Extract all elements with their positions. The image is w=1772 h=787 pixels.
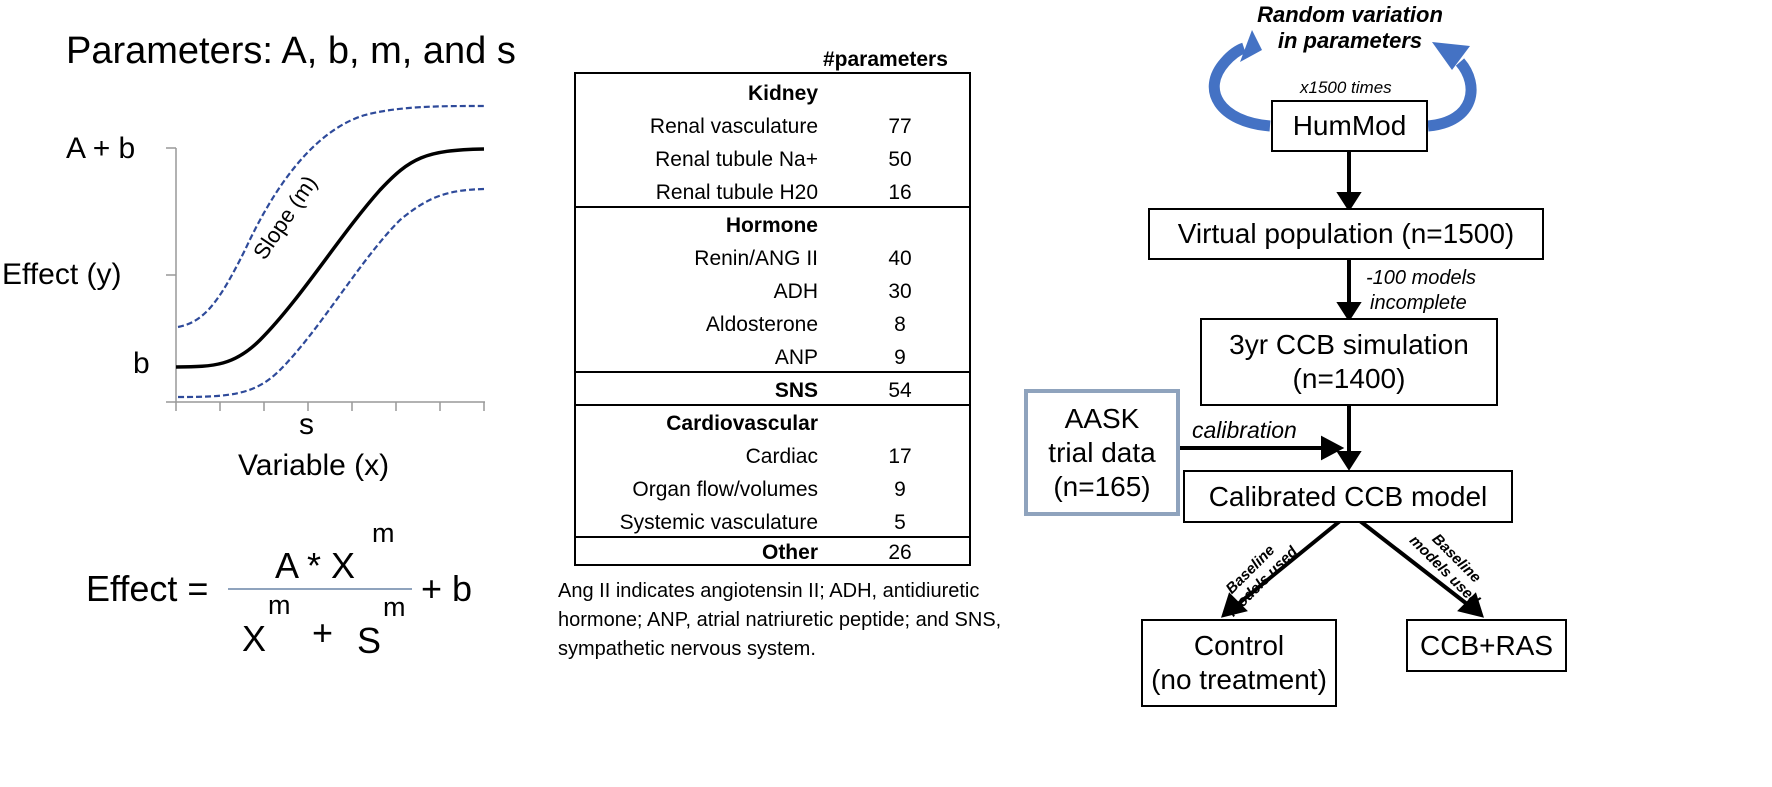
table-row-label: Organ flow/volumes	[632, 478, 818, 501]
section-cardiovascular: Cardiovascular	[666, 412, 818, 435]
section-other: Other	[761, 541, 818, 564]
table-row-value: 40	[888, 247, 912, 270]
table-row-label: Renal tubule H20	[655, 181, 818, 204]
control-box: Control (no treatment)	[1141, 619, 1337, 707]
table-row-label: Aldosterone	[705, 313, 818, 336]
table-row-value: 17	[888, 445, 912, 468]
incomplete-line2: incomplete	[1370, 292, 1467, 314]
table-row-label: Renal tubule Na+	[655, 148, 818, 171]
table-row-label: ANP	[774, 346, 818, 369]
random-variation-label: Random variation in parameters	[1242, 2, 1458, 54]
ccb-simulation-line1: 3yr CCB simulation	[1229, 329, 1469, 360]
incomplete-models-label: -100 models incomplete	[1366, 266, 1476, 316]
control-line2: (no treatment)	[1151, 664, 1327, 695]
calibration-label: calibration	[1192, 417, 1297, 443]
y-axis-label: Effect (y)	[2, 258, 122, 291]
table-divider	[576, 536, 969, 538]
random-variation-line1: Random variation	[1257, 2, 1443, 27]
aask-line1: AASK	[1064, 402, 1140, 434]
aask-trial-box: AASK trial data (n=165)	[1024, 389, 1180, 516]
panel-title: Parameters: A, b, m, and s	[66, 30, 516, 72]
section-other-total: 26	[888, 541, 912, 564]
main-sigmoid-curve	[175, 147, 485, 369]
section-hormone: Hormone	[725, 214, 818, 237]
incomplete-line1: -100 models	[1366, 267, 1477, 289]
ccb-ras-label: CCB+RAS	[1419, 629, 1554, 661]
hummod-label: HumMod	[1292, 110, 1407, 141]
calibrated-model-label: Calibrated CCB model	[1208, 480, 1488, 512]
upper-bound-curve	[177, 104, 485, 329]
equation-numerator: A * X	[275, 545, 356, 586]
table-divider	[576, 371, 969, 373]
table-row-label: ADH	[773, 280, 818, 303]
table-row-value: 16	[888, 181, 912, 204]
hummod-box: HumMod	[1271, 100, 1428, 152]
table-divider	[576, 404, 969, 406]
y-tick-label-top: A + b	[66, 132, 136, 165]
aask-line2: trial data	[1048, 436, 1156, 468]
equation-lhs: Effect =	[86, 568, 209, 609]
aask-line3: (n=165)	[1053, 470, 1151, 502]
equation-numerator-exponent: m	[372, 518, 395, 548]
virtual-population-box: Virtual population (n=1500)	[1148, 208, 1544, 260]
control-line1: Control	[1193, 630, 1285, 661]
table-footnote: Ang II indicates angiotensin II; ADH, an…	[558, 580, 1002, 660]
table-header: #parameters	[823, 48, 948, 71]
equation-denominator-s-exponent: m	[383, 592, 406, 622]
equation-denominator-x: X	[242, 618, 267, 659]
loop-arrow-right-head	[1432, 42, 1470, 70]
lower-bound-curve	[177, 187, 485, 399]
x-axis-label: Variable (x)	[238, 449, 390, 482]
table-divider	[576, 206, 969, 208]
table-row-label: Systemic vasculature	[619, 511, 818, 534]
ccb-ras-box: CCB+RAS	[1406, 619, 1567, 672]
table-row-value: 30	[888, 280, 912, 303]
parameter-table: Kidney Renal vasculature 77 Renal tubule…	[574, 72, 971, 566]
table-row-label: Renal vasculature	[649, 115, 818, 138]
table-row-value: 9	[894, 346, 906, 369]
repeat-count-label: x1500 times	[1300, 78, 1392, 97]
table-row-label: Cardiac	[745, 445, 818, 468]
loop-arrow-right	[1427, 58, 1477, 132]
table-row-label: Renin/ANG II	[694, 247, 818, 270]
table-row-value: 77	[888, 115, 912, 138]
loop-arrow-left	[1208, 42, 1271, 132]
flow-arrows	[1178, 152, 1484, 618]
virtual-population-label: Virtual population (n=1500)	[1177, 218, 1515, 249]
ccb-simulation-line2: (n=1400)	[1292, 363, 1406, 394]
table-row-value: 8	[894, 313, 906, 336]
calibrated-model-box: Calibrated CCB model	[1183, 470, 1513, 523]
table-row-value: 9	[894, 478, 906, 501]
loop-arrow-left-head	[1240, 30, 1262, 62]
section-sns: SNS	[774, 379, 818, 402]
table-row-value: 5	[894, 511, 906, 534]
equation-rhs: + b	[421, 568, 473, 609]
x-ticks	[175, 402, 485, 411]
equation-denominator-plus: +	[312, 612, 334, 653]
section-kidney: Kidney	[747, 82, 818, 105]
random-variation-line2: in parameters	[1277, 28, 1423, 53]
ccb-simulation-box: 3yr CCB simulation (n=1400)	[1200, 318, 1498, 406]
table-row-value: 50	[888, 148, 912, 171]
equation-denominator-s: S	[357, 620, 382, 661]
equation-denominator-x-exponent: m	[268, 590, 291, 620]
x-tick-label: s	[299, 408, 314, 441]
y-tick-label-bottom: b	[133, 347, 150, 380]
section-sns-total: 54	[888, 379, 912, 402]
